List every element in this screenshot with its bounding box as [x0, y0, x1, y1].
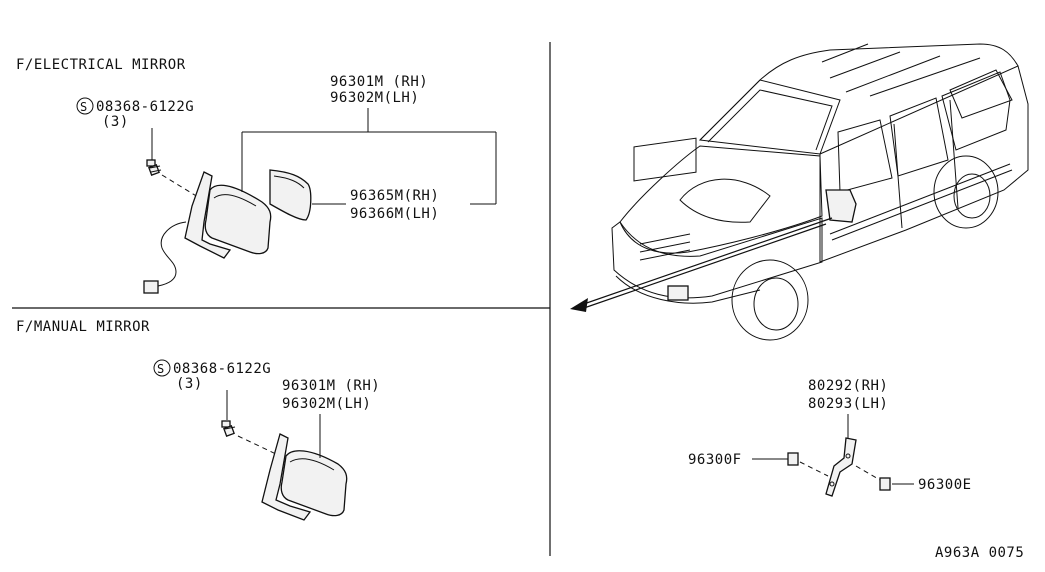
manual-screw-icon [221, 420, 236, 437]
clip-f-label: 96300F [688, 452, 742, 468]
connector-icon [143, 280, 159, 294]
diagram-code: A963A 0075 [935, 545, 1024, 561]
electrical-screw-icon [146, 159, 162, 176]
glass-callout: 96365M(RH) 96366M(LH) [312, 188, 439, 222]
rear-wheel [933, 155, 999, 229]
mirror-glass [269, 169, 312, 221]
manual-screw-symbol: S [157, 362, 165, 376]
electrical-screw-symbol: S [80, 100, 88, 114]
front-wheel [731, 259, 809, 341]
manual-mirror-base [261, 433, 312, 521]
manual-mirror-assembly [261, 433, 348, 521]
manual-screw-callout: S 08368-6122G (3) [153, 359, 271, 420]
electrical-mirror-rh: 96301M (RH) [330, 74, 428, 90]
electrical-mirror-base [184, 171, 232, 259]
vehicle-body [819, 65, 1029, 263]
manual-mirror-title: F/MANUAL MIRROR [16, 319, 150, 335]
vehicle-roof [699, 43, 1019, 141]
manual-mirror-rh: 96301M (RH) [282, 378, 380, 394]
manual-screw-dash [237, 435, 277, 455]
electrical-screw-qty: (3) [102, 114, 129, 130]
clip-f-icon [787, 452, 799, 466]
manual-screw-part: 08368-6122G [173, 361, 271, 377]
clip-e-callout: 96300E [855, 465, 972, 493]
bracket-rh: 80292(RH) [808, 378, 888, 394]
electrical-mirror-assembly [143, 171, 272, 294]
electrical-screw-part: 08368-6122G [96, 99, 194, 115]
vehicle-windshield [698, 79, 841, 155]
manual-mirror-lh: 96302M(LH) [282, 396, 371, 412]
s-symbol-icon [76, 97, 94, 115]
electrical-mirror-title: F/ELECTRICAL MIRROR [16, 57, 186, 73]
electrical-screw-dash [161, 174, 199, 198]
manual-screw-qty: (3) [176, 376, 203, 392]
electrical-screw-callout: S 08368-6122G (3) [76, 97, 194, 160]
clip-e-icon [879, 477, 891, 491]
manual-mirror-callout: 96301M (RH) 96302M(LH) [282, 378, 380, 458]
glass-rh: 96365M(RH) [350, 188, 439, 204]
vehicle-illustration [611, 43, 1029, 341]
electrical-mirror-callout: 96301M (RH) 96302M(LH) [241, 74, 497, 205]
glass-lh: 96366M(LH) [350, 206, 439, 222]
vehicle-side-mirror [825, 189, 857, 223]
s-symbol-icon [153, 359, 171, 377]
bracket-lh: 80293(LH) [808, 396, 888, 412]
bracket-callout: 80292(RH) 80293(LH) [808, 378, 888, 440]
vehicle-hood [619, 145, 823, 254]
bracket-icon [825, 437, 857, 497]
clip-f-callout: 96300F [688, 452, 829, 477]
pointer-arrow [570, 217, 833, 312]
vehicle-side-windows [837, 119, 893, 193]
clip-e-label: 96300E [918, 477, 972, 493]
electrical-mirror-lh: 96302M(LH) [330, 90, 419, 106]
electrical-mirror-housing [204, 184, 272, 255]
electrical-harness-wire [157, 221, 187, 287]
